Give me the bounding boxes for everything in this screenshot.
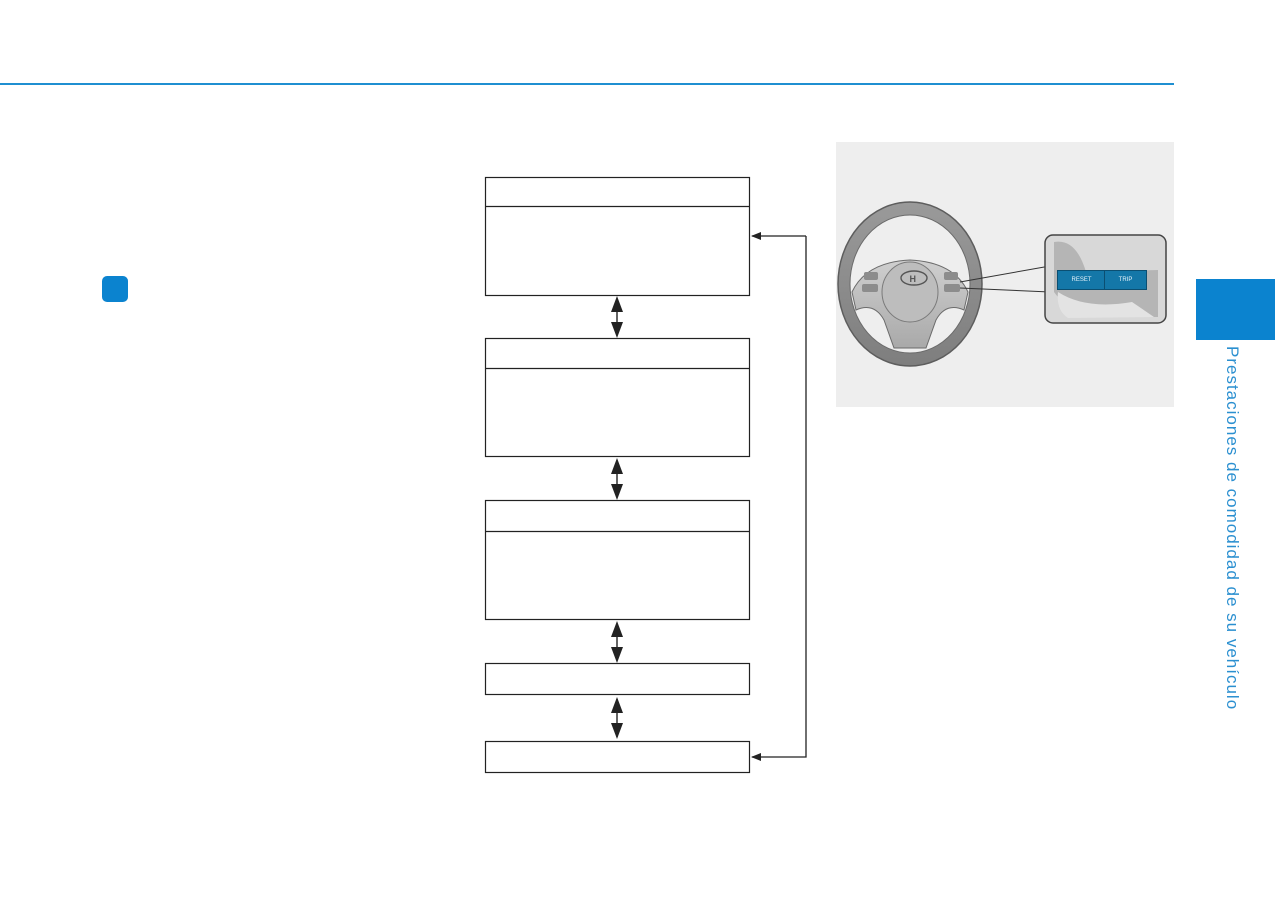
- reset-button: RESET: [1057, 270, 1106, 290]
- chapter-label: Prestaciones de comodidad de su vehículo: [1223, 346, 1242, 711]
- steering-wheel-illustration: H: [837, 201, 1167, 367]
- header-rule: [0, 83, 1174, 85]
- steering-wheel-figure: H RESET TRIP: [836, 142, 1174, 407]
- reset-button-label: RESET: [1071, 277, 1092, 283]
- flow-box-1: [484, 176, 751, 297]
- double-arrow-2: [611, 458, 623, 500]
- flow-box-2: [484, 337, 751, 458]
- double-arrow-1: [611, 296, 623, 338]
- flow-box-5: [484, 740, 751, 774]
- flow-return-loop: [751, 232, 807, 761]
- double-arrow-3: [611, 621, 623, 663]
- flow-box-3: [484, 499, 751, 621]
- flow-box-4: [484, 662, 751, 696]
- chapter-tab: [1196, 279, 1275, 340]
- svg-text:H: H: [910, 274, 917, 284]
- trip-button-label: TRIP: [1118, 277, 1133, 283]
- section-marker-icon: [102, 276, 128, 302]
- trip-button: TRIP: [1104, 270, 1147, 290]
- double-arrow-4: [611, 697, 623, 739]
- flow-double-arrows: [611, 296, 623, 739]
